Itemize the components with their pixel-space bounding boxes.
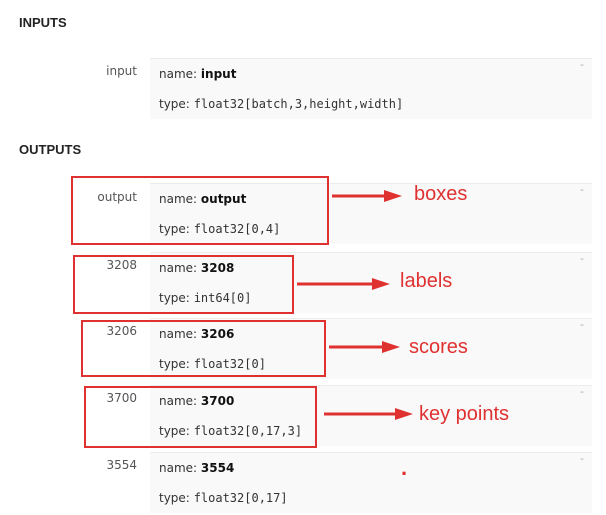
output-3700-name-value: 3700 [200, 394, 235, 408]
outputs-section-title: OUTPUTS [19, 142, 82, 157]
arrow-icon [324, 408, 413, 420]
type-key: type: [159, 424, 190, 438]
output-3554-name-row: name: 3554 - [150, 452, 592, 483]
output-3206-type-row: type: float32[0] [150, 349, 592, 379]
input-type-row: type: float32[batch,3,height,width] [150, 89, 592, 119]
output-3208-name-value: 3208 [200, 261, 235, 275]
output-type-value: float32[0,4] [193, 222, 281, 236]
stray-dot: . [401, 455, 408, 480]
output-3206-type-value: float32[0] [193, 357, 266, 371]
output-3700-name-row: name: 3700 - [150, 385, 592, 416]
annotation-key-points: key points [419, 403, 510, 425]
output-3554-type-value: float32[0,17] [193, 491, 288, 505]
output-3554-type-row: type: float32[0,17] [150, 483, 592, 513]
annotation-box-3700 [84, 386, 317, 448]
annotation-scores: scores [409, 336, 468, 358]
arrow-icon [329, 341, 400, 353]
expand-toggle[interactable]: - [580, 318, 584, 331]
output-name-row: name: output - [150, 183, 592, 214]
name-key: name: [159, 327, 198, 341]
type-key: type: [159, 291, 190, 305]
output-3206-label: 3206 [106, 324, 137, 338]
input-name-row: name: input - [150, 58, 592, 89]
annotation-boxes: boxes [414, 183, 468, 205]
output-3208-card[interactable]: name: 3208 - type: int64[0] [150, 252, 592, 313]
type-key: type: [159, 97, 190, 111]
output-name-value: output [200, 192, 247, 206]
output-label: output [97, 190, 137, 204]
output-3554-name-value: 3554 [200, 461, 235, 475]
name-key: name: [159, 261, 198, 275]
expand-toggle[interactable]: - [580, 58, 584, 71]
name-key: name: [159, 394, 198, 408]
arrow-icon [332, 190, 402, 202]
expand-toggle[interactable]: - [580, 252, 584, 265]
annotation-box-output [71, 176, 329, 245]
output-3700-label: 3700 [106, 391, 137, 405]
type-key: type: [159, 491, 190, 505]
type-key: type: [159, 357, 190, 371]
output-3208-type-value: int64[0] [193, 291, 252, 305]
output-3208-type-row: type: int64[0] [150, 283, 592, 313]
expand-toggle[interactable]: - [580, 452, 584, 465]
output-3206-name-row: name: 3206 - [150, 318, 592, 349]
name-key: name: [159, 67, 198, 81]
output-type-row: type: float32[0,4] [150, 214, 592, 244]
expand-toggle[interactable]: - [580, 183, 584, 196]
output-3206-name-value: 3206 [200, 327, 235, 341]
output-3700-type-row: type: float32[0,17,3] [150, 416, 592, 446]
name-key: name: [159, 461, 198, 475]
name-key: name: [159, 192, 198, 206]
annotation-box-3208 [73, 255, 294, 314]
input-name-value: input [200, 67, 237, 81]
annotation-labels: labels [400, 270, 453, 292]
arrow-icon [297, 278, 390, 290]
input-label: input [106, 64, 137, 78]
input-type-value: float32[batch,3,height,width] [193, 97, 404, 111]
expand-toggle[interactable]: - [580, 385, 584, 398]
input-card[interactable]: name: input - type: float32[batch,3,heig… [150, 58, 592, 119]
output-3554-card[interactable]: name: 3554 - type: float32[0,17] [150, 452, 592, 513]
output-3700-type-value: float32[0,17,3] [193, 424, 303, 438]
output-3554-label: 3554 [106, 458, 137, 472]
output-3208-label: 3208 [106, 258, 137, 272]
output-3208-name-row: name: 3208 - [150, 252, 592, 283]
annotation-box-3206 [81, 320, 326, 377]
inputs-section-title: INPUTS [19, 15, 67, 30]
type-key: type: [159, 222, 190, 236]
output-card[interactable]: name: output - type: float32[0,4] [150, 183, 592, 244]
